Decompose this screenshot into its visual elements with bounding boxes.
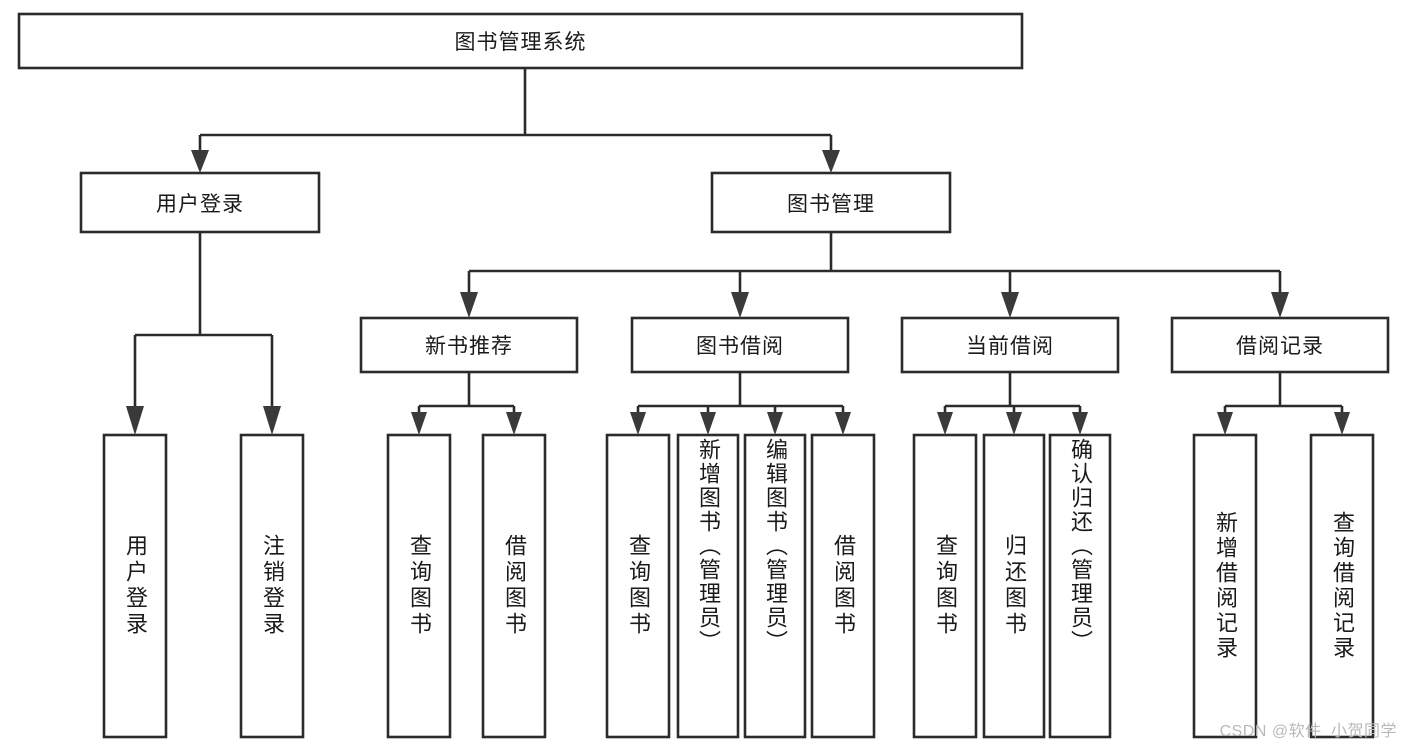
- arrow-bm-to-book-borrow: [731, 292, 749, 318]
- leaf-recommend-borrow-book[interactable]: [481, 433, 547, 739]
- leaf-current-return-book[interactable]: [982, 433, 1046, 739]
- arrow-record-leaf-2: [1334, 412, 1350, 435]
- leaf-borrow-edit-book[interactable]: [743, 433, 807, 739]
- leaf-current-query-book[interactable]: [912, 433, 978, 739]
- arrow-current-leaf-2: [1006, 412, 1022, 435]
- node-borrow-record[interactable]: [1170, 316, 1390, 374]
- leaf-user-login-login[interactable]: [102, 433, 168, 739]
- leaf-recommend-query-book[interactable]: [386, 433, 452, 739]
- node-user-login[interactable]: [79, 171, 321, 234]
- leaf-current-confirm-return[interactable]: [1048, 433, 1112, 739]
- leaf-borrow-borrow-book[interactable]: [810, 433, 876, 739]
- arrow-borrow-leaf-1: [630, 412, 646, 435]
- arrow-borrow-leaf-3: [767, 412, 783, 435]
- arrow-borrow-leaf-2: [700, 412, 716, 435]
- arrow-borrow-leaf-4: [835, 412, 851, 435]
- arrow-bm-to-borrow-record: [1271, 292, 1289, 318]
- arrow-root-to-book-management: [822, 150, 840, 173]
- arrow-current-leaf-3: [1072, 412, 1088, 435]
- leaf-record-query-record[interactable]: [1309, 433, 1375, 739]
- arrow-record-leaf-1: [1217, 412, 1233, 435]
- arrow-bm-to-new-book-recommend: [460, 292, 478, 318]
- node-current-borrow[interactable]: [900, 316, 1120, 374]
- leaf-borrow-add-book[interactable]: [676, 433, 740, 739]
- node-new-book-recommend[interactable]: [359, 316, 579, 374]
- watermark-text: CSDN @软件_小贺同学: [1219, 723, 1397, 740]
- arrow-recommend-leaf-1: [411, 412, 427, 435]
- node-book-management[interactable]: [710, 171, 952, 234]
- node-book-borrow[interactable]: [630, 316, 850, 374]
- arrow-user-login-leaf-1: [126, 406, 144, 435]
- leaf-user-login-logout[interactable]: [239, 433, 305, 739]
- arrow-recommend-leaf-2: [506, 412, 522, 435]
- arrow-bm-to-current-borrow: [1001, 292, 1019, 318]
- leaf-record-add-record[interactable]: [1192, 433, 1258, 739]
- node-root-system[interactable]: [17, 12, 1024, 70]
- arrow-root-to-user-login: [191, 150, 209, 173]
- leaf-borrow-query-book[interactable]: [605, 433, 671, 739]
- arrow-current-leaf-1: [937, 412, 953, 435]
- arrow-user-login-leaf-2: [263, 406, 281, 435]
